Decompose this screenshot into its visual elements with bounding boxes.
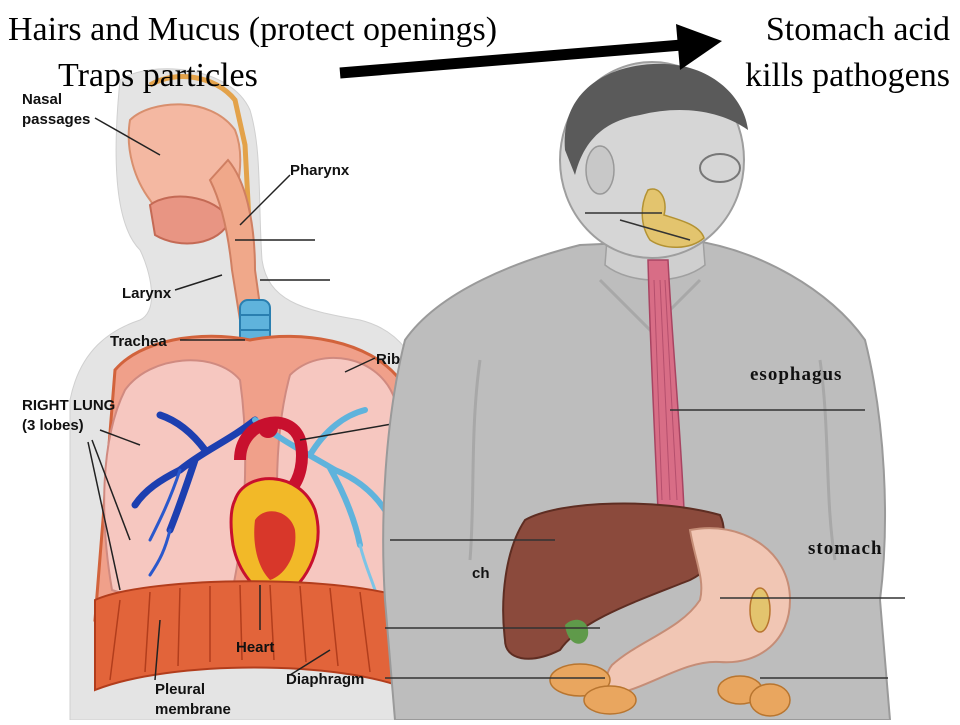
gallbladder bbox=[565, 619, 589, 644]
label-partial-cut: ch bbox=[472, 565, 490, 582]
label-pharynx: Pharynx bbox=[290, 162, 350, 179]
leader-lines-digestive bbox=[385, 212, 905, 679]
label-larynx: Larynx bbox=[122, 285, 172, 302]
label-pleural-line1: Pleural bbox=[155, 681, 205, 698]
connector-arrow bbox=[339, 24, 722, 79]
label-heart: Heart bbox=[236, 639, 274, 656]
label-nasal-line1: Nasal bbox=[22, 91, 62, 108]
aorta bbox=[234, 416, 308, 495]
heading-right-line2: kills pathogens bbox=[745, 57, 950, 94]
heading-left-line1: Hairs and Mucus (protect openings) bbox=[8, 11, 498, 48]
liver bbox=[502, 502, 725, 660]
leader-lines-respiratory bbox=[87, 117, 416, 681]
heading-left-line2: Traps particles bbox=[58, 57, 258, 94]
label-trachea: Trachea bbox=[110, 333, 167, 350]
label-right-lung-line1: RIGHT LUNG bbox=[22, 397, 115, 414]
hair bbox=[564, 63, 748, 175]
respiratory-figure: Nasal passages Pharynx Larynx Trachea Ri… bbox=[22, 68, 426, 721]
arrowhead bbox=[676, 24, 722, 70]
stomach bbox=[605, 527, 792, 694]
intestines bbox=[549, 587, 791, 717]
label-pleural-line2: membrane bbox=[155, 701, 231, 718]
heading-right-line1: Stomach acid bbox=[765, 11, 950, 48]
eyeglasses bbox=[699, 153, 741, 183]
label-diaphragm: Diaphragm bbox=[286, 671, 364, 688]
digestive-figure: esophagus stomach ch bbox=[382, 61, 905, 721]
esophagus-striations bbox=[653, 279, 678, 501]
aortic-arch bbox=[258, 418, 278, 438]
label-right-lung-line2: (3 lobes) bbox=[22, 417, 84, 434]
label-nasal-line2: passages bbox=[22, 111, 90, 128]
skull-outline bbox=[148, 74, 253, 241]
heart-chamber bbox=[254, 511, 296, 580]
label-esophagus: esophagus bbox=[750, 364, 842, 385]
label-stomach: stomach bbox=[808, 538, 883, 559]
ear bbox=[585, 145, 615, 195]
salivary-gland bbox=[641, 188, 705, 248]
